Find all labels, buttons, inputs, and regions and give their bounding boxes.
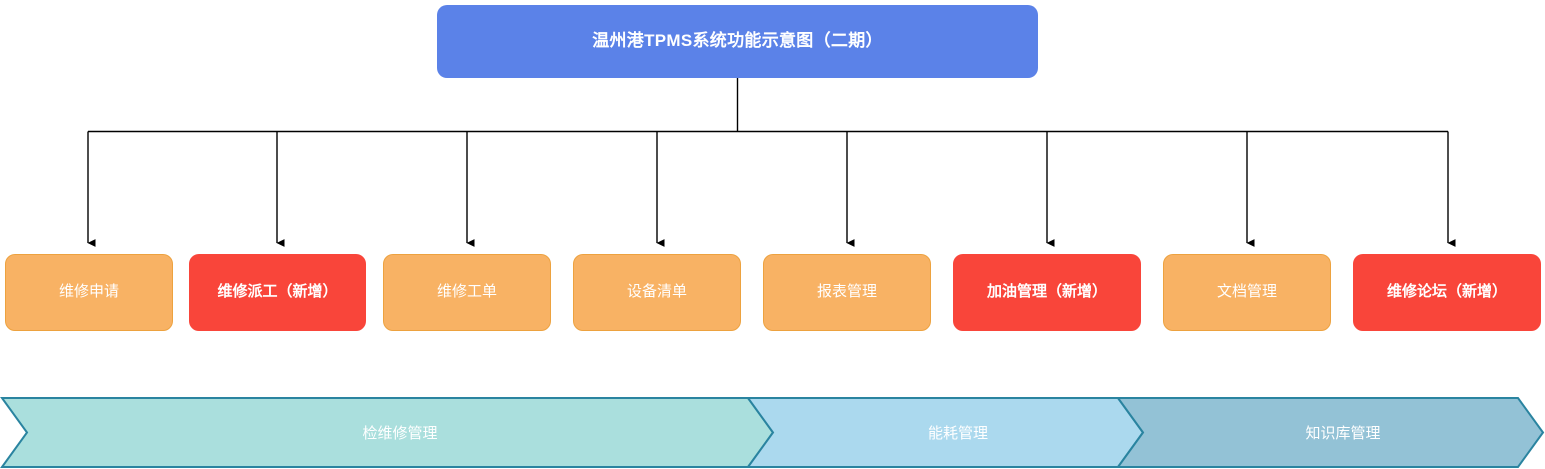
function-node-5[interactable]: 报表管理 <box>763 254 931 331</box>
function-node-label: 加油管理（新增） <box>986 283 1107 301</box>
function-node-label: 文档管理 <box>1216 283 1277 301</box>
function-node-3[interactable]: 维修工单 <box>383 254 551 331</box>
function-node-label: 维修论坛（新增） <box>1386 283 1507 301</box>
function-node-8[interactable]: 维修论坛（新增） <box>1353 254 1541 331</box>
function-node-1[interactable]: 维修申请 <box>5 254 173 331</box>
function-node-label: 报表管理 <box>816 283 877 301</box>
category-band: 检维修管理 能耗管理 知识库管理 <box>0 396 1545 469</box>
function-node-label: 维修工单 <box>436 283 497 301</box>
function-node-2[interactable]: 维修派工（新增） <box>189 254 366 331</box>
function-node-7[interactable]: 文档管理 <box>1163 254 1331 331</box>
category-chevron-2 <box>746 397 1145 468</box>
function-node-label: 维修派工（新增） <box>217 283 338 301</box>
function-node-6[interactable]: 加油管理（新增） <box>953 254 1141 331</box>
function-node-label: 维修申请 <box>58 283 119 301</box>
category-chevron-3 <box>1116 397 1545 468</box>
category-chevron-1 <box>0 397 775 468</box>
diagram-title-label: 温州港TPMS系统功能示意图（二期） <box>592 31 883 51</box>
function-node-4[interactable]: 设备清单 <box>573 254 741 331</box>
function-node-label: 设备清单 <box>626 283 687 301</box>
diagram-title-node[interactable]: 温州港TPMS系统功能示意图（二期） <box>437 5 1038 78</box>
